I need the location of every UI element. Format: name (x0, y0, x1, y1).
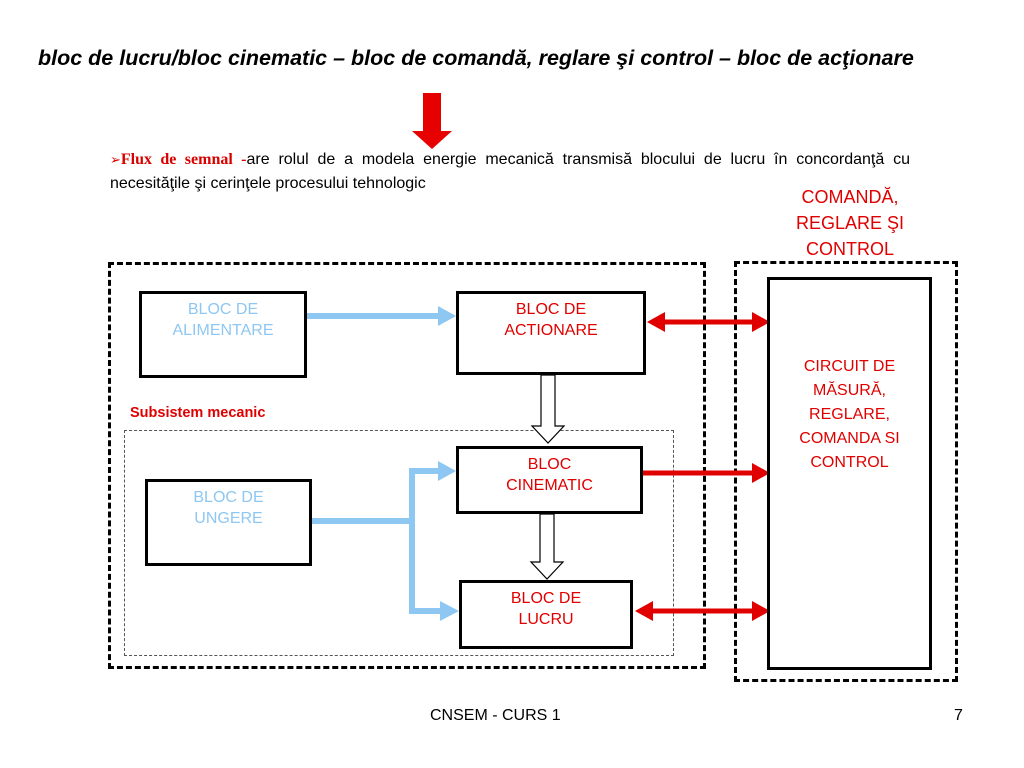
lubrication-block-label: BLOC DE UNGERE (193, 489, 264, 527)
slide-heading: bloc de lucru/bloc cinematic – bloc de c… (38, 46, 914, 70)
mechanical-subsystem-area (124, 430, 674, 656)
supply-flow-arrow (307, 306, 456, 326)
actionare-control-double-arrow (647, 312, 770, 332)
circuit-block-label: CIRCUIT DE MĂSURĂ, REGLARE, COMANDA SI C… (799, 358, 900, 471)
actuation-block: BLOC DE ACTIONARE (456, 291, 646, 375)
working-block-label: BLOC DE LUCRU (510, 590, 582, 628)
bullet-term: Flux de semnal - (120, 151, 247, 168)
lucru-control-double-arrow (635, 601, 770, 621)
page-number: 7 (954, 707, 963, 724)
signal-flow-bullet: ➢Flux de semnal -are rolul de a modela e… (110, 148, 910, 195)
mechanical-system-area (108, 262, 706, 669)
actionare-to-cinematic-arrow (530, 374, 566, 444)
actuation-block-label: BLOC DE ACTIONARE (504, 301, 598, 339)
lubrication-block: BLOC DE UNGERE (145, 479, 312, 566)
red-pointer-arrow-icon (412, 93, 452, 149)
measurement-control-circuit-block: CIRCUIT DE MĂSURĂ, REGLARE, COMANDA SI C… (767, 277, 932, 670)
kinematic-block: BLOC CINEMATIC (456, 446, 643, 514)
subsystem-label: Subsistem mecanic (130, 405, 266, 421)
command-section-title: COMANDĂ, REGLARE ŞI CONTROL (795, 187, 905, 259)
cinematic-to-lucru-arrow (529, 513, 565, 580)
supply-block-label: BLOC DE ALIMENTARE (172, 301, 274, 339)
supply-block: BLOC DE ALIMENTARE (139, 291, 307, 378)
footer-course-label: CNSEM - CURS 1 (430, 707, 561, 724)
cinematic-measure-arrow (643, 463, 770, 483)
kinematic-block-label: BLOC CINEMATIC (506, 456, 593, 494)
working-block: BLOC DE LUCRU (459, 580, 633, 649)
bullet-arrow-icon: ➢ (110, 153, 121, 168)
bullet-text: are rolul de a modela energie mecanică t… (110, 151, 911, 192)
lubrication-flow-arrow (312, 461, 459, 621)
